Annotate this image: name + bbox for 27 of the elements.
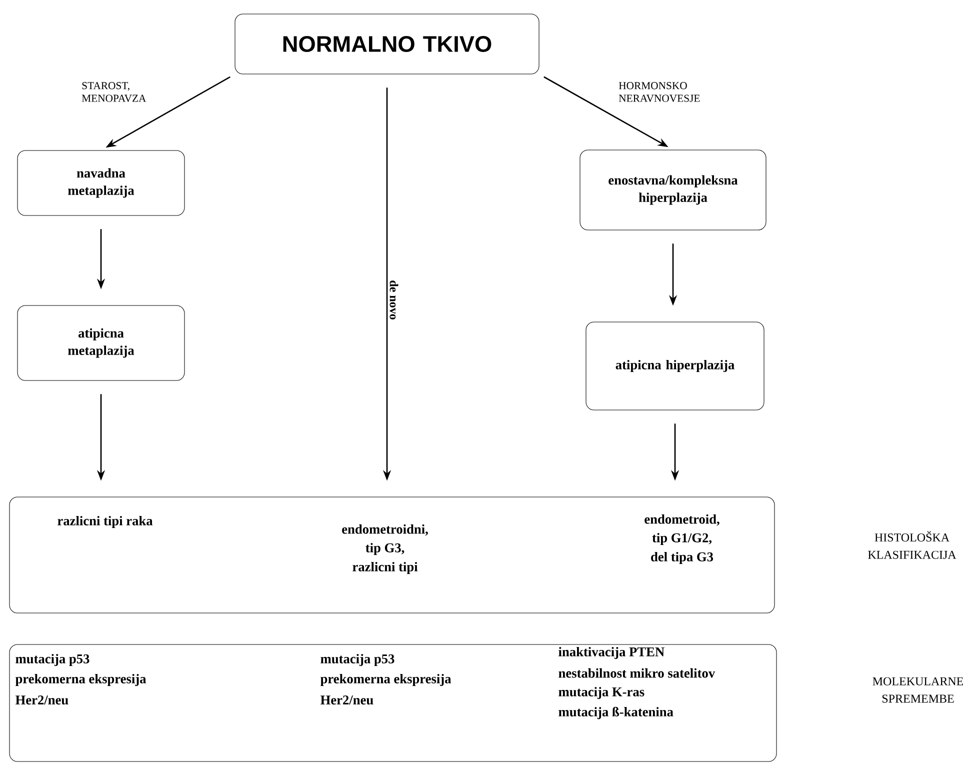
band-text: tip G1/G2,	[652, 532, 712, 546]
band-text: prekomerna ekspresija	[15, 674, 146, 686]
band-text: mutacija ß-katenina	[558, 706, 674, 720]
side-label: MOLEKULARNE SPREMEMBE	[872, 677, 963, 703]
side-label: HISTOLOŠKA KLASIFIKACIJA	[868, 531, 956, 559]
band-text: mutacija p53	[16, 654, 90, 666]
process-box: navadna metaplazija	[17, 150, 185, 216]
band-text: nestabilnost mikro satelitov	[558, 668, 716, 678]
edge-label: de novo	[390, 280, 398, 320]
band-text: mutacija p53	[320, 654, 394, 666]
band-text: Her2/neu	[320, 696, 374, 704]
process-box: atipicna metaplazija	[17, 305, 185, 381]
band-text: tip G3,	[366, 542, 404, 556]
band-text: endometroid,	[644, 514, 720, 526]
band-text: mutacija K-ras	[558, 686, 644, 700]
band-text: razlicni tipi	[352, 562, 418, 574]
band-text: del tipa G3	[651, 552, 714, 564]
band-text: Her2/neu	[16, 696, 68, 704]
band-text: inaktivacija PTEN	[558, 646, 664, 660]
band-text: razlicni tipi raka	[58, 516, 153, 528]
process-box: NORMALNO TKIVO	[234, 14, 540, 74]
process-box: atipicna hiperplazija	[586, 322, 764, 410]
band-text: prekomerna ekspresija	[320, 674, 452, 686]
edge-label: STAROST, MENOPAVZA	[82, 82, 146, 102]
process-box: enostavna/kompleksna hiperplazija	[580, 150, 766, 230]
band-text: endometroidni,	[342, 524, 428, 536]
edge-label: HORMONSKO NERAVNOVESJE	[618, 82, 700, 102]
